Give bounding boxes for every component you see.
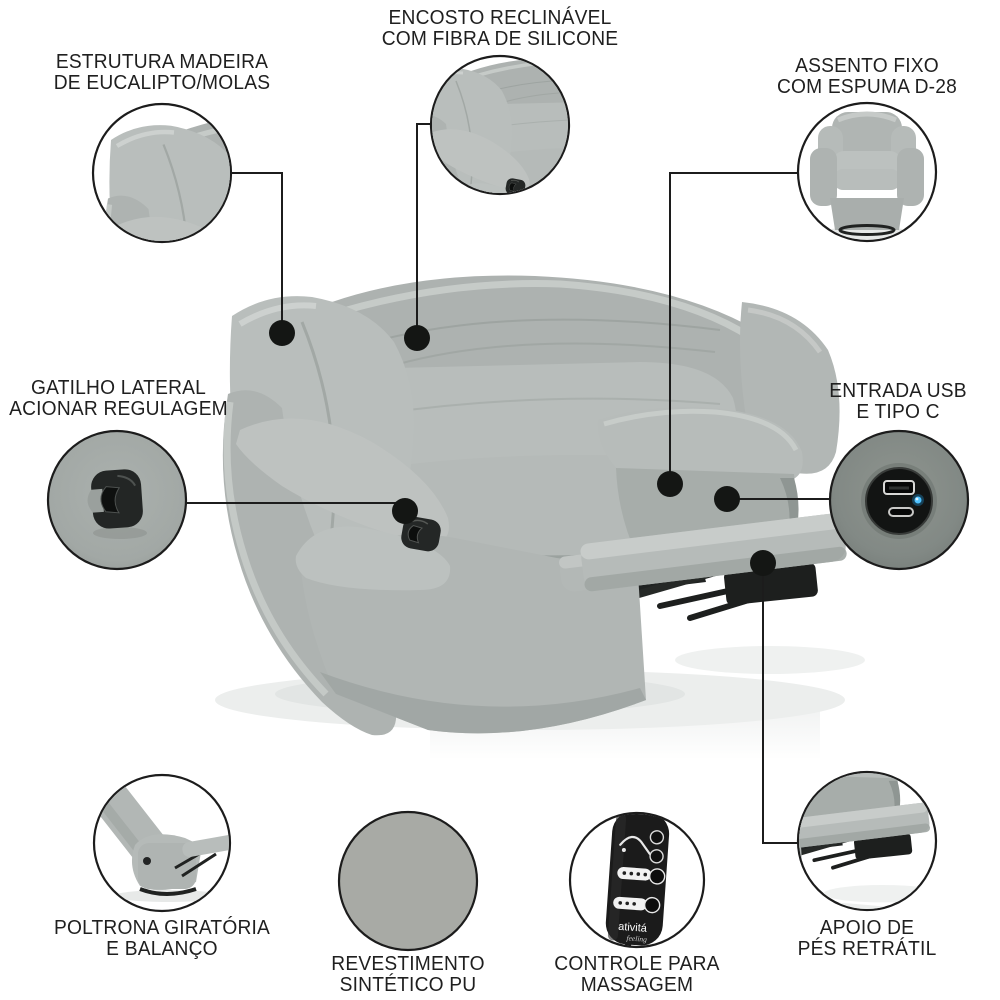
callout-circle-estrutura — [91, 102, 233, 244]
callout-circle-encosto — [429, 54, 571, 196]
feature-dot-assento — [657, 471, 683, 497]
feature-dots — [269, 320, 776, 576]
callout-circle-gatilho — [46, 429, 188, 571]
callout-circle-usb — [828, 429, 970, 571]
connector-assento — [669, 172, 798, 484]
trigger-detail — [87, 469, 147, 539]
callout-connectors — [186, 123, 830, 844]
callout-circle-apoio — [796, 770, 938, 912]
feature-dot-gatilho — [392, 498, 418, 524]
connector-estrutura — [231, 172, 283, 333]
callout-circle-revestimento — [337, 810, 479, 952]
callout-circle-poltrona — [92, 773, 232, 913]
pu-material-swatch — [337, 810, 479, 952]
connector-apoio — [762, 563, 798, 844]
callout-circle-controle — [568, 811, 706, 949]
led-indicator — [914, 496, 922, 504]
connector-encosto — [416, 123, 431, 338]
recliner-chair-illustration — [215, 276, 865, 736]
usb-port-detail — [861, 463, 937, 539]
usb-c-port — [888, 507, 914, 517]
feature-dot-estrutura — [269, 320, 295, 346]
feature-dot-usb — [714, 486, 740, 512]
feature-dot-encosto — [404, 325, 430, 351]
feature-dot-apoio — [750, 550, 776, 576]
callout-circle-assento — [796, 101, 938, 243]
